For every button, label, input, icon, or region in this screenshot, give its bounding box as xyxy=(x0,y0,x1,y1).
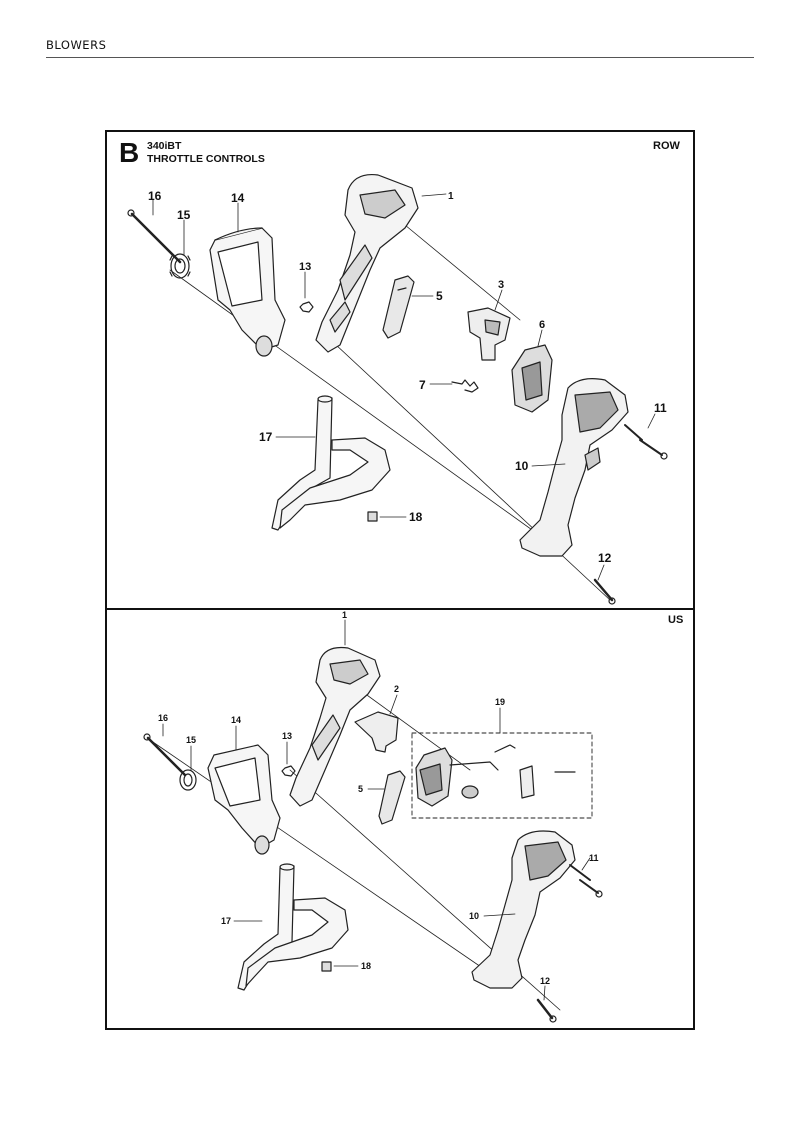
callout-10: 10 xyxy=(515,459,529,473)
us-part-1-handle-shell xyxy=(289,646,381,807)
part-16-bolt xyxy=(127,209,182,264)
callout-1: 1 xyxy=(448,191,454,202)
part-10-rear-handle xyxy=(519,378,629,557)
callout-17: 17 xyxy=(259,430,273,444)
part-1-handle-shell xyxy=(315,173,419,353)
us-callout-12: 12 xyxy=(540,976,550,986)
part-17-tube-bracket xyxy=(271,395,391,531)
part-13-nut xyxy=(299,301,314,313)
us-part-12-bolt xyxy=(536,998,557,1023)
row-callout-labels: 16 15 14 1 13 5 3 6 7 11 17 10 18 12 xyxy=(148,189,667,565)
us-callout-19: 19 xyxy=(495,697,505,707)
us-part-15-gear xyxy=(179,769,197,791)
page-header-section: BLOWERS xyxy=(46,38,107,52)
us-callout-5: 5 xyxy=(358,784,363,794)
part-11-screws xyxy=(624,424,668,460)
callout-11: 11 xyxy=(654,401,667,415)
us-part-14-clamp xyxy=(207,744,281,855)
callout-7: 7 xyxy=(419,378,426,392)
us-callout-10: 10 xyxy=(469,911,479,921)
callout-12: 12 xyxy=(598,551,612,565)
us-callout-labels: 1 2 19 16 14 13 15 5 11 10 17 18 12 xyxy=(158,610,599,986)
region-label-us: US xyxy=(668,614,684,626)
us-part-11-screws xyxy=(569,864,603,898)
diagram-title: THROTTLE CONTROLS xyxy=(147,153,265,165)
us-callout-16: 16 xyxy=(158,713,168,723)
us-part-17-tube-bracket xyxy=(237,863,349,991)
callout-3: 3 xyxy=(498,279,504,291)
us-part-5-switch xyxy=(378,770,406,825)
part-3-trigger xyxy=(467,307,511,361)
callout-14: 14 xyxy=(231,191,245,205)
us-part-19-module xyxy=(415,744,576,807)
us-callout-1: 1 xyxy=(342,610,347,620)
callout-18: 18 xyxy=(409,510,423,524)
us-callout-18: 18 xyxy=(361,961,371,971)
row-panel-drawing xyxy=(127,173,668,605)
region-label-row: ROW xyxy=(653,140,680,152)
us-panel-drawing xyxy=(143,619,603,1023)
callout-16: 16 xyxy=(148,189,162,203)
us-part-16-bolt xyxy=(143,733,187,777)
model-name: 340iBT xyxy=(147,140,182,152)
us-callout-13: 13 xyxy=(282,731,292,741)
us-callout-15: 15 xyxy=(186,735,196,745)
us-callout-11: 11 xyxy=(589,853,599,863)
callout-6: 6 xyxy=(539,319,545,331)
row-leader-lines xyxy=(152,193,656,581)
parts-diagram-frame: B 340iBT THROTTLE CONTROLS ROW US xyxy=(105,130,695,1030)
us-part-2-trigger xyxy=(354,711,399,753)
us-part-13-nut xyxy=(281,765,296,777)
panel-divider xyxy=(107,608,693,610)
part-5-switch xyxy=(382,275,415,339)
us-callout-14: 14 xyxy=(231,715,241,725)
part-14-clamp xyxy=(209,227,286,357)
us-callout-17: 17 xyxy=(221,916,231,926)
us-part-18-square-nut xyxy=(321,961,332,972)
callout-15: 15 xyxy=(177,208,191,222)
section-letter: B xyxy=(119,137,140,168)
part-7-spring xyxy=(451,379,479,393)
us-callout-2: 2 xyxy=(394,684,399,694)
part-6-control-module xyxy=(511,344,553,413)
part-18-square-nut xyxy=(367,511,378,522)
part-15-gear xyxy=(169,253,191,279)
callout-5: 5 xyxy=(436,289,443,303)
callout-13: 13 xyxy=(299,261,311,273)
header-rule xyxy=(46,57,754,58)
us-part-10-rear-handle xyxy=(471,830,576,989)
us-leader-lines xyxy=(162,619,591,1001)
part-12-bolt xyxy=(593,578,616,605)
